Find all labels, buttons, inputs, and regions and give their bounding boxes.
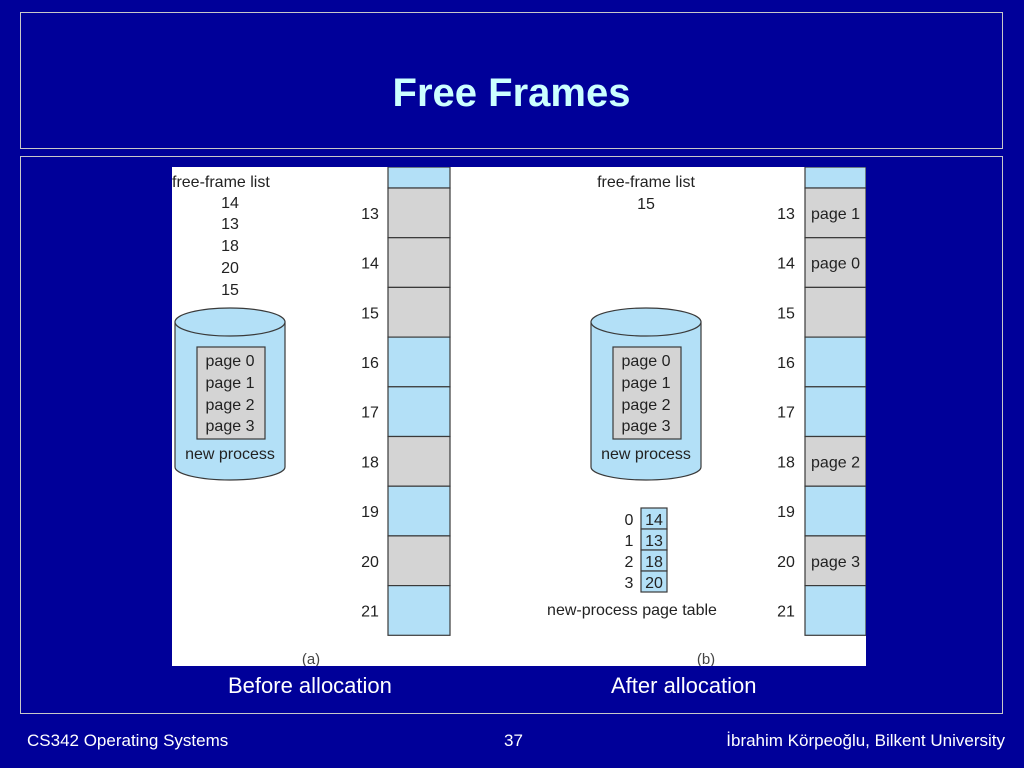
memory-frame bbox=[804, 435, 866, 487]
memory-frame bbox=[387, 187, 451, 239]
frame-number: 20 bbox=[361, 554, 379, 571]
content-frame bbox=[20, 156, 1003, 714]
frame-number: 20 bbox=[777, 554, 795, 571]
caption-after: After allocation bbox=[611, 673, 757, 698]
memory-frame bbox=[387, 167, 451, 189]
b-page-table-frame: 14 bbox=[645, 512, 663, 529]
a-panel-label: (a) bbox=[302, 651, 320, 666]
memory-frame bbox=[804, 286, 866, 338]
footer-page-number: 37 bbox=[504, 731, 523, 750]
frame-number: 14 bbox=[361, 256, 379, 273]
figure-panel: free-frame list 14 13 18 20 15 page 0 pa… bbox=[172, 167, 866, 666]
memory-frame bbox=[387, 535, 451, 587]
a-free-frame-item: 20 bbox=[221, 260, 239, 277]
frame-number: 16 bbox=[361, 355, 379, 372]
memory-frame bbox=[387, 435, 451, 487]
frame-number: 19 bbox=[361, 504, 379, 521]
a-free-frame-item: 18 bbox=[221, 238, 239, 255]
b-disk-page: page 2 bbox=[622, 397, 671, 414]
title-frame: Free Frames bbox=[20, 12, 1003, 149]
a-free-frame-item: 13 bbox=[221, 216, 239, 233]
b-free-frame-list-title: free-frame list bbox=[597, 174, 695, 191]
frame-number: 17 bbox=[361, 405, 379, 422]
b-page-table-index: 3 bbox=[625, 575, 634, 592]
memory-frame bbox=[804, 187, 866, 239]
a-free-frame-item: 15 bbox=[221, 282, 239, 299]
slide-title: Free Frames bbox=[392, 71, 631, 115]
memory-frame bbox=[804, 167, 866, 189]
a-disk-cylinder: page 0 page 1 page 2 page 3 new process bbox=[174, 307, 286, 481]
footer-course: CS342 Operating Systems bbox=[27, 731, 229, 750]
memory-frame bbox=[387, 485, 451, 537]
frame-number: 13 bbox=[361, 206, 379, 223]
b-disk-page: page 1 bbox=[622, 375, 671, 392]
a-disk-page: page 0 bbox=[206, 353, 255, 370]
b-page-table-title: new-process page table bbox=[547, 602, 717, 619]
free-frames-diagram: free-frame list 14 13 18 20 15 page 0 pa… bbox=[172, 167, 866, 666]
a-disk-page: page 2 bbox=[206, 397, 255, 414]
b-physical-memory: 13 page 1 14 page 0 15 16 17 18 page 2 19 20 page 3… bbox=[777, 167, 866, 636]
a-disk-page: page 3 bbox=[206, 418, 255, 435]
footer-author: İbrahim Körpeoğlu, Bilkent University bbox=[726, 731, 1005, 750]
frame-number: 15 bbox=[777, 305, 795, 322]
memory-frame bbox=[804, 336, 866, 388]
b-disk-page: page 0 bbox=[622, 353, 671, 370]
frame-number: 14 bbox=[777, 256, 795, 273]
frame-number: 21 bbox=[777, 603, 795, 620]
memory-frame bbox=[804, 386, 866, 438]
frame-number: 16 bbox=[777, 355, 795, 372]
b-page-table-frame: 20 bbox=[645, 575, 663, 592]
memory-frame bbox=[387, 237, 451, 288]
frame-number: 17 bbox=[777, 405, 795, 422]
a-disk-page: page 1 bbox=[206, 375, 255, 392]
b-free-frame-item: 15 bbox=[637, 196, 655, 213]
frame-content: page 2 bbox=[811, 454, 860, 471]
memory-frame bbox=[387, 585, 451, 636]
caption-before: Before allocation bbox=[228, 673, 392, 698]
frame-number: 18 bbox=[361, 454, 379, 471]
memory-frame bbox=[387, 286, 451, 338]
frame-content: page 3 bbox=[811, 554, 860, 571]
a-free-frame-item: 14 bbox=[221, 195, 239, 212]
b-disk-cylinder: page 0 page 1 page 2 page 3 new process bbox=[590, 307, 702, 481]
a-free-frame-list-title: free-frame list bbox=[172, 174, 270, 191]
memory-frame bbox=[804, 585, 866, 636]
frame-number: 21 bbox=[361, 603, 379, 620]
memory-frame bbox=[387, 336, 451, 388]
b-page-table-index: 1 bbox=[625, 533, 634, 550]
frame-number: 18 bbox=[777, 454, 795, 471]
b-page-table-index: 2 bbox=[625, 554, 634, 571]
b-disk-page: page 3 bbox=[622, 418, 671, 435]
a-disk-label: new process bbox=[185, 446, 275, 463]
memory-frame bbox=[387, 386, 451, 438]
memory-frame bbox=[804, 237, 866, 288]
b-page-table-frame: 18 bbox=[645, 554, 663, 571]
b-disk-label: new process bbox=[601, 446, 691, 463]
frame-number: 19 bbox=[777, 504, 795, 521]
b-page-table-frame: 13 bbox=[645, 533, 663, 550]
a-physical-memory: 13 14 15 16 17 18 19 20 21 bbox=[361, 167, 451, 636]
b-page-table-index: 0 bbox=[625, 512, 634, 529]
frame-number: 15 bbox=[361, 305, 379, 322]
b-panel-label: (b) bbox=[697, 651, 715, 666]
b-page-table: 0 1 2 3 14 13 18 20 new-process page tab… bbox=[547, 507, 717, 619]
frame-content: page 1 bbox=[811, 206, 860, 223]
frame-number: 13 bbox=[777, 206, 795, 223]
memory-frame bbox=[804, 485, 866, 537]
frame-content: page 0 bbox=[811, 256, 860, 273]
